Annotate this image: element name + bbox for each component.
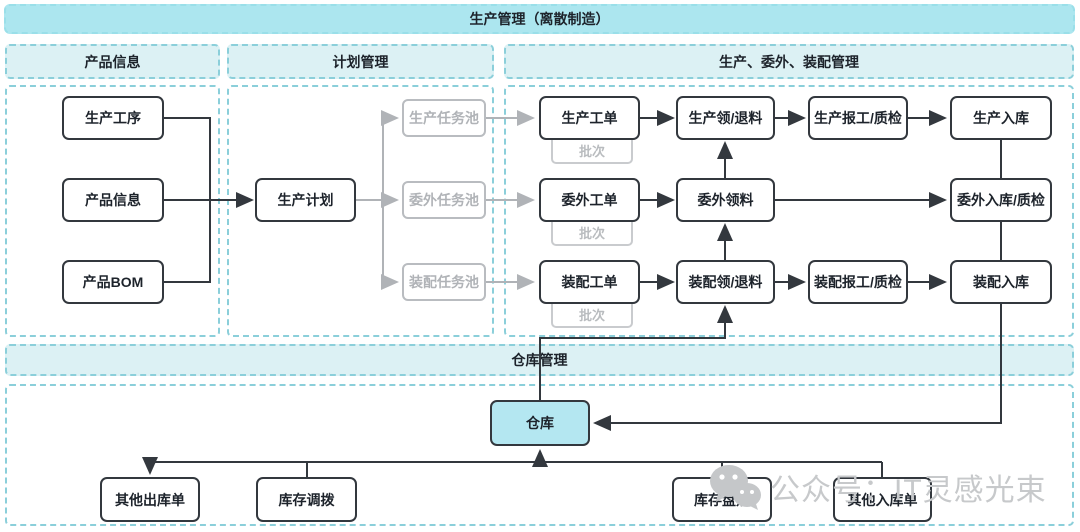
node-production-material: 生产领/退料 <box>676 96 775 140</box>
node-label: 生产任务池 <box>409 110 479 126</box>
node-assembly-order: 装配工单 <box>539 260 640 304</box>
page-title: 生产管理（离散制造） <box>469 11 610 27</box>
node-assembly-material: 装配领/退料 <box>676 260 775 304</box>
node-production-process: 生产工序 <box>62 96 164 140</box>
connector-group-gray <box>356 110 535 290</box>
page-title-banner: 生产管理（离散制造） <box>4 4 1075 34</box>
wechat-icon <box>710 465 761 510</box>
section-plan-management <box>227 85 494 337</box>
node-production-plan: 生产计划 <box>255 178 356 222</box>
node-outsource-order: 委外工单 <box>539 178 640 222</box>
node-other-outbound: 其他出库单 <box>100 477 200 522</box>
header-plan-management-label: 计划管理 <box>332 53 389 70</box>
header-production-management: 生产、委外、装配管理 <box>504 44 1074 79</box>
node-assembly-report: 装配报工/质检 <box>808 260 908 304</box>
node-label: 批次 <box>578 226 605 241</box>
connector-arrow <box>593 304 1002 431</box>
node-label: 批次 <box>578 144 605 159</box>
connector-arrow <box>539 305 733 400</box>
header-plan-management: 计划管理 <box>227 44 494 79</box>
connector-group-dark <box>142 110 1002 478</box>
section-product-info <box>5 85 220 337</box>
node-outsource-material: 委外领料 <box>676 178 775 222</box>
node-warehouse: 仓库 <box>490 400 590 446</box>
node-label: 装配任务池 <box>409 274 479 290</box>
node-label: 生产工序 <box>85 110 141 126</box>
node-label: 其他出库单 <box>115 491 185 508</box>
node-production-task-pool: 生产任务池 <box>402 99 486 137</box>
node-production-inbound: 生产入库 <box>950 96 1052 140</box>
node-assembly-inbound: 装配入库 <box>950 260 1052 304</box>
header-product-info: 产品信息 <box>5 44 220 79</box>
node-label: 委外入库/质检 <box>957 192 1045 208</box>
node-label: 生产领/退料 <box>688 110 763 126</box>
node-label: 委外任务池 <box>409 192 479 208</box>
node-label: 生产入库 <box>973 110 1029 126</box>
node-label: 其他入库单 <box>847 491 918 508</box>
watermark: 公众号：IT灵感光束 <box>708 462 1047 512</box>
node-product-bom: 产品BOM <box>62 260 164 304</box>
node-stock-transfer: 库存调拨 <box>256 477 357 522</box>
watermark-text: 公众号：IT灵感光束 <box>770 474 1047 507</box>
node-label: 批次 <box>578 308 605 323</box>
node-label: 生产报工/质检 <box>814 110 902 126</box>
section-production-management <box>504 85 1074 337</box>
node-production-order: 生产工单 <box>539 96 640 140</box>
node-label: 委外工单 <box>561 192 618 208</box>
node-label: 产品BOM <box>82 274 144 290</box>
node-assembly-task-pool: 装配任务池 <box>402 263 486 301</box>
node-label: 产品信息 <box>85 192 141 208</box>
header-production-management-label: 生产、委外、装配管理 <box>719 53 859 70</box>
node-label: 装配领/退料 <box>688 274 763 290</box>
node-label: 装配工单 <box>561 274 618 290</box>
node-label: 库存调拨 <box>278 491 335 508</box>
node-label: 装配入库 <box>973 274 1029 290</box>
node-label: 生产工单 <box>561 110 618 126</box>
node-production-report: 生产报工/质检 <box>808 96 908 140</box>
node-product-info: 产品信息 <box>62 178 164 222</box>
node-outsource-inbound: 委外入库/质检 <box>950 178 1052 222</box>
node-label: 仓库 <box>526 415 554 431</box>
node-other-inbound: 其他入库单 <box>833 477 932 522</box>
node-label: 委外领料 <box>697 192 754 208</box>
node-outsource-task-pool: 委外任务池 <box>402 181 486 219</box>
node-label: 装配报工/质检 <box>814 274 902 290</box>
header-product-info-label: 产品信息 <box>84 53 141 70</box>
node-label: 生产计划 <box>277 192 334 208</box>
